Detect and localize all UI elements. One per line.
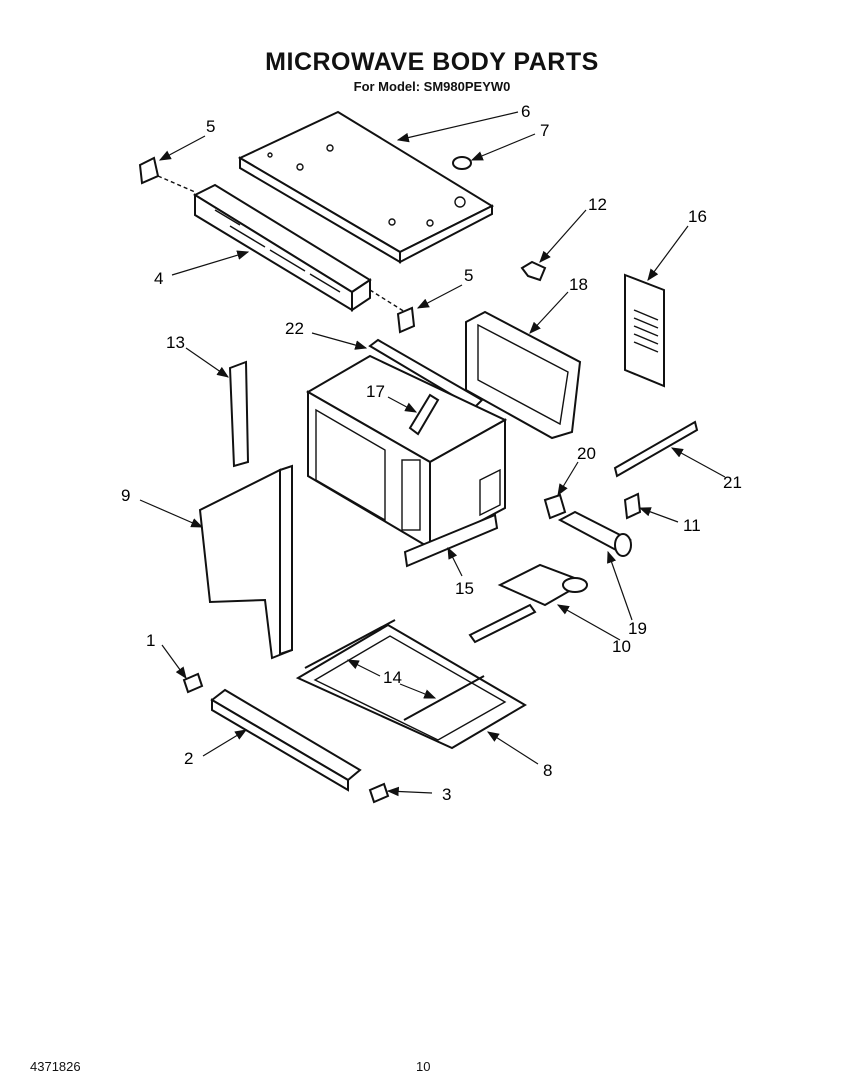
callout-7: 7 <box>540 121 549 140</box>
callout-19: 19 <box>628 619 647 638</box>
part-3-pad <box>368 782 390 804</box>
part-2-front-rail <box>210 688 362 792</box>
part-17-duct <box>408 393 440 436</box>
callout-18: 18 <box>569 275 588 294</box>
callout-16: 16 <box>688 207 707 226</box>
callout-13: 13 <box>166 333 185 352</box>
callout-2: 2 <box>184 749 193 768</box>
callout-21: 21 <box>723 473 742 492</box>
part-13-post <box>228 360 250 468</box>
part-9-side-panel <box>198 464 294 660</box>
callout-6: 6 <box>521 102 530 121</box>
part-22-vent-strip <box>368 338 484 410</box>
part-19-20-assembly <box>543 493 632 557</box>
diagram-title: MICROWAVE BODY PARTS <box>265 48 599 76</box>
document-number: 4371826 <box>30 1059 81 1074</box>
part-1-clip <box>182 672 204 694</box>
part-5-lower-clip <box>396 306 416 334</box>
callout-14: 14 <box>383 668 402 687</box>
page-number: 10 <box>416 1059 431 1074</box>
callout-12: 12 <box>588 195 607 214</box>
part-4-vent-rail <box>192 183 406 313</box>
part-7-plug <box>452 156 472 170</box>
part-21-rail <box>613 420 699 478</box>
callout-4: 4 <box>154 269 163 288</box>
part-12-latch <box>520 260 547 282</box>
part-10-bracket <box>468 563 588 644</box>
callout-17: 17 <box>366 382 385 401</box>
callout-3: 3 <box>442 785 451 804</box>
callout-5-upper: 5 <box>206 117 215 136</box>
callout-5-lower: 5 <box>464 266 473 285</box>
callout-20: 20 <box>577 444 596 463</box>
callout-15: 15 <box>455 579 474 598</box>
part-5-upper-bracket <box>138 156 196 193</box>
part-15-base-strip <box>403 513 499 568</box>
callout-labels: 5 6 7 12 16 4 5 18 22 13 17 20 21 9 11 1… <box>121 102 742 804</box>
part-11-switch <box>623 492 642 520</box>
callout-22: 22 <box>285 319 304 338</box>
leader-lines <box>139 111 726 797</box>
part-6-top-cover <box>237 110 495 264</box>
callout-8: 8 <box>543 761 552 780</box>
part-8-base-frame <box>295 619 527 750</box>
callout-10: 10 <box>612 637 631 656</box>
callout-9: 9 <box>121 486 130 505</box>
model-subtitle: For Model: SM980PEYW0 <box>353 79 511 94</box>
callout-1: 1 <box>146 631 155 650</box>
callout-11: 11 <box>683 516 701 535</box>
part-16-back-panel <box>624 273 665 388</box>
